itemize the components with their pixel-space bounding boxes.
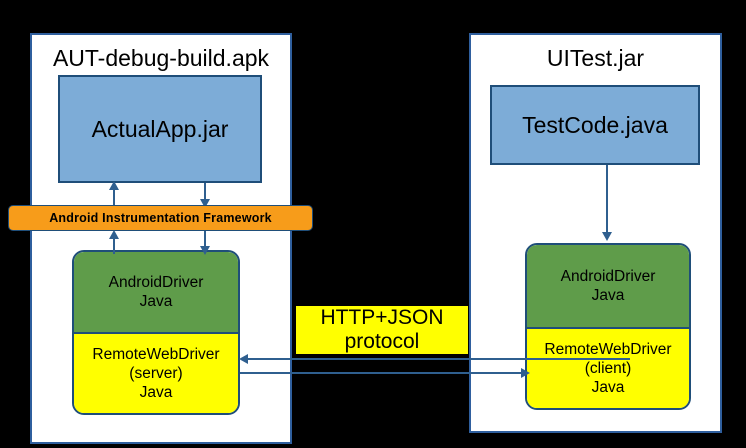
arrow-testcode-to-driver-line bbox=[606, 165, 608, 235]
arrow-driver-to-instrumentation-head bbox=[109, 230, 119, 239]
box-testcode-java-label: TestCode.java bbox=[522, 111, 668, 138]
driver-stack-server: AndroidDriver Java RemoteWebDriver (serv… bbox=[72, 250, 240, 415]
box-actualapp-jar: ActualApp.jar bbox=[58, 75, 262, 183]
arrow-server-to-client-head bbox=[521, 368, 530, 378]
arrow-instrumentation-to-driver-line bbox=[204, 231, 206, 248]
box-actualapp-jar-label: ActualApp.jar bbox=[91, 115, 229, 142]
arrow-instrumentation-to-app-line bbox=[113, 188, 115, 206]
panel-title-aut: AUT-debug-build.apk bbox=[52, 45, 270, 71]
driver-stack-client: AndroidDriver Java RemoteWebDriver (clie… bbox=[525, 243, 691, 410]
label-protocol-line2: protocol bbox=[344, 330, 420, 353]
driver-stack-client-divider bbox=[527, 327, 689, 329]
driver-stack-client-remotewebdriver: RemoteWebDriver (client) Java bbox=[527, 329, 689, 408]
arrow-driver-to-instrumentation-line bbox=[113, 238, 115, 254]
driver-server-bottom-line3: Java bbox=[139, 384, 173, 401]
driver-client-bottom-line3: Java bbox=[591, 379, 625, 396]
driver-server-top-line1: AndroidDriver bbox=[108, 274, 204, 291]
driver-stack-server-remotewebdriver: RemoteWebDriver (server) Java bbox=[74, 334, 238, 413]
driver-stack-server-divider bbox=[74, 332, 238, 334]
arrow-server-to-client-line bbox=[240, 372, 524, 374]
bar-android-instrumentation-framework: Android Instrumentation Framework bbox=[8, 205, 313, 231]
driver-server-bottom-line2: (server) bbox=[129, 365, 183, 382]
driver-client-top-line1: AndroidDriver bbox=[560, 268, 656, 285]
box-testcode-java: TestCode.java bbox=[490, 85, 700, 165]
driver-client-top-line2: Java bbox=[591, 287, 625, 304]
driver-stack-server-androiddriver: AndroidDriver Java bbox=[74, 252, 238, 332]
label-protocol-line1: HTTP+JSON bbox=[320, 306, 444, 329]
driver-client-bottom-line2: (client) bbox=[584, 360, 632, 377]
bar-android-instrumentation-framework-label: Android Instrumentation Framework bbox=[49, 211, 272, 225]
arrow-instrumentation-to-driver-head bbox=[200, 246, 210, 255]
panel-title-uitest: UITest.jar bbox=[546, 45, 645, 71]
arrow-client-to-server-line bbox=[246, 358, 630, 360]
driver-server-bottom-line1: RemoteWebDriver bbox=[92, 346, 220, 363]
driver-server-top-line2: Java bbox=[139, 293, 173, 310]
driver-stack-client-androiddriver: AndroidDriver Java bbox=[527, 245, 689, 327]
arrow-client-to-server-head bbox=[239, 354, 248, 364]
arrow-app-to-instrumentation-line bbox=[204, 183, 206, 201]
driver-client-bottom-line1: RemoteWebDriver bbox=[544, 341, 672, 358]
arrow-instrumentation-to-app-head bbox=[109, 181, 119, 190]
arrow-app-to-instrumentation-head bbox=[200, 199, 210, 208]
arrow-testcode-to-driver-head bbox=[602, 232, 612, 241]
label-http-json-protocol: HTTP+JSON protocol bbox=[296, 306, 468, 354]
